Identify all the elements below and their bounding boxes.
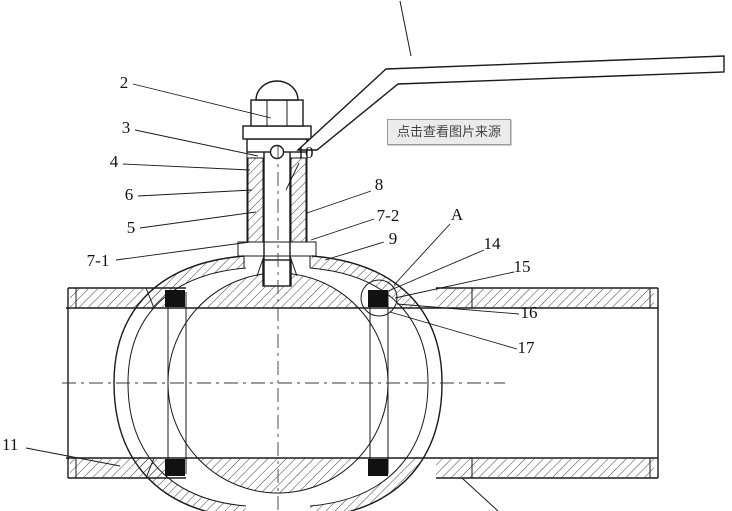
cutoff-leader-bottom-right xyxy=(461,477,499,511)
label-part14: 14 xyxy=(484,234,502,253)
flow-bore xyxy=(66,307,658,459)
stem-shoulder-right xyxy=(289,255,298,277)
ball-stem-slot xyxy=(262,259,292,287)
leader-detailA xyxy=(393,223,451,286)
ball xyxy=(167,259,389,494)
image-source-tooltip: 点击查看图片来源 xyxy=(387,119,512,145)
label-part11: 11 xyxy=(2,435,18,454)
packing-hatch-left xyxy=(247,157,264,243)
seal-left-bottom xyxy=(165,459,185,476)
leader-part16 xyxy=(396,303,520,315)
seal-right-top xyxy=(368,290,388,307)
pipe-left-weld-top xyxy=(145,287,155,309)
label-part7-1: 7-1 xyxy=(87,251,110,270)
body-shell-hatch-bottom-right xyxy=(310,383,442,511)
leader-part8 xyxy=(306,190,372,214)
handle-lever xyxy=(296,55,725,151)
body-shell-hatch-top-left xyxy=(114,256,246,383)
label-part17: 17 xyxy=(518,338,536,357)
pipe-left-wall-hatch-bottom xyxy=(70,459,166,477)
packing-hatch-right xyxy=(290,157,307,243)
label-part16: 16 xyxy=(521,303,538,322)
pipe-left-weld-bottom xyxy=(145,457,155,479)
pipe-left xyxy=(67,287,186,479)
leader-part2 xyxy=(132,83,272,119)
stem-screw xyxy=(269,144,285,160)
handle xyxy=(296,0,725,151)
body-inner-line-right xyxy=(309,267,429,507)
leader-part14 xyxy=(385,249,485,293)
label-part7-2: 7-2 xyxy=(377,206,400,225)
body-outer-line-left xyxy=(113,255,245,511)
seal-left-top xyxy=(165,290,185,307)
leader-part15 xyxy=(394,271,515,299)
label-part3: 3 xyxy=(122,118,131,137)
stem-shoulder-left xyxy=(256,255,265,277)
body-shell-hatch-top-right xyxy=(310,256,442,383)
label-part10: 10 xyxy=(297,143,314,162)
label-part8: 8 xyxy=(375,175,384,194)
leader-part6 xyxy=(137,189,253,197)
leader-part5 xyxy=(139,211,257,229)
label-part5: 5 xyxy=(127,218,136,237)
label-part15: 15 xyxy=(514,257,531,276)
handle-cutoff-line xyxy=(399,0,412,57)
leader-lines xyxy=(25,83,520,467)
part-labels: 2 3 4 6 5 7-1 10 8 7-2 9 A 14 15 16 17 1… xyxy=(2,73,538,454)
centerlines xyxy=(62,145,505,511)
leader-part11 xyxy=(25,447,121,467)
label-part2: 2 xyxy=(120,73,129,92)
pipe-left-wall-hatch-top xyxy=(70,289,166,307)
leader-part7-1 xyxy=(115,241,251,261)
stem-dome-cap xyxy=(255,80,299,101)
leader-part17 xyxy=(389,311,518,350)
seal-right-bottom xyxy=(368,459,388,476)
leader-part3 xyxy=(134,129,259,157)
leader-part7-2 xyxy=(310,218,375,241)
pipe-right-wall-hatch-top xyxy=(436,289,654,307)
label-part9: 9 xyxy=(389,229,398,248)
body-shell-hatch-bottom-left xyxy=(114,383,246,511)
label-part4: 4 xyxy=(110,152,119,171)
pipe-right-wall-hatch-bottom xyxy=(436,459,654,477)
leader-part10 xyxy=(285,162,300,191)
pipe-right xyxy=(436,287,659,511)
stem-washer xyxy=(242,125,312,140)
gland-flange xyxy=(237,241,317,257)
label-detailA: A xyxy=(451,205,464,224)
stem-hex-nut xyxy=(250,99,304,127)
stem-assembly xyxy=(237,80,317,286)
leader-part9 xyxy=(324,241,385,261)
label-part6: 6 xyxy=(125,185,134,204)
leader-part4 xyxy=(122,163,251,171)
